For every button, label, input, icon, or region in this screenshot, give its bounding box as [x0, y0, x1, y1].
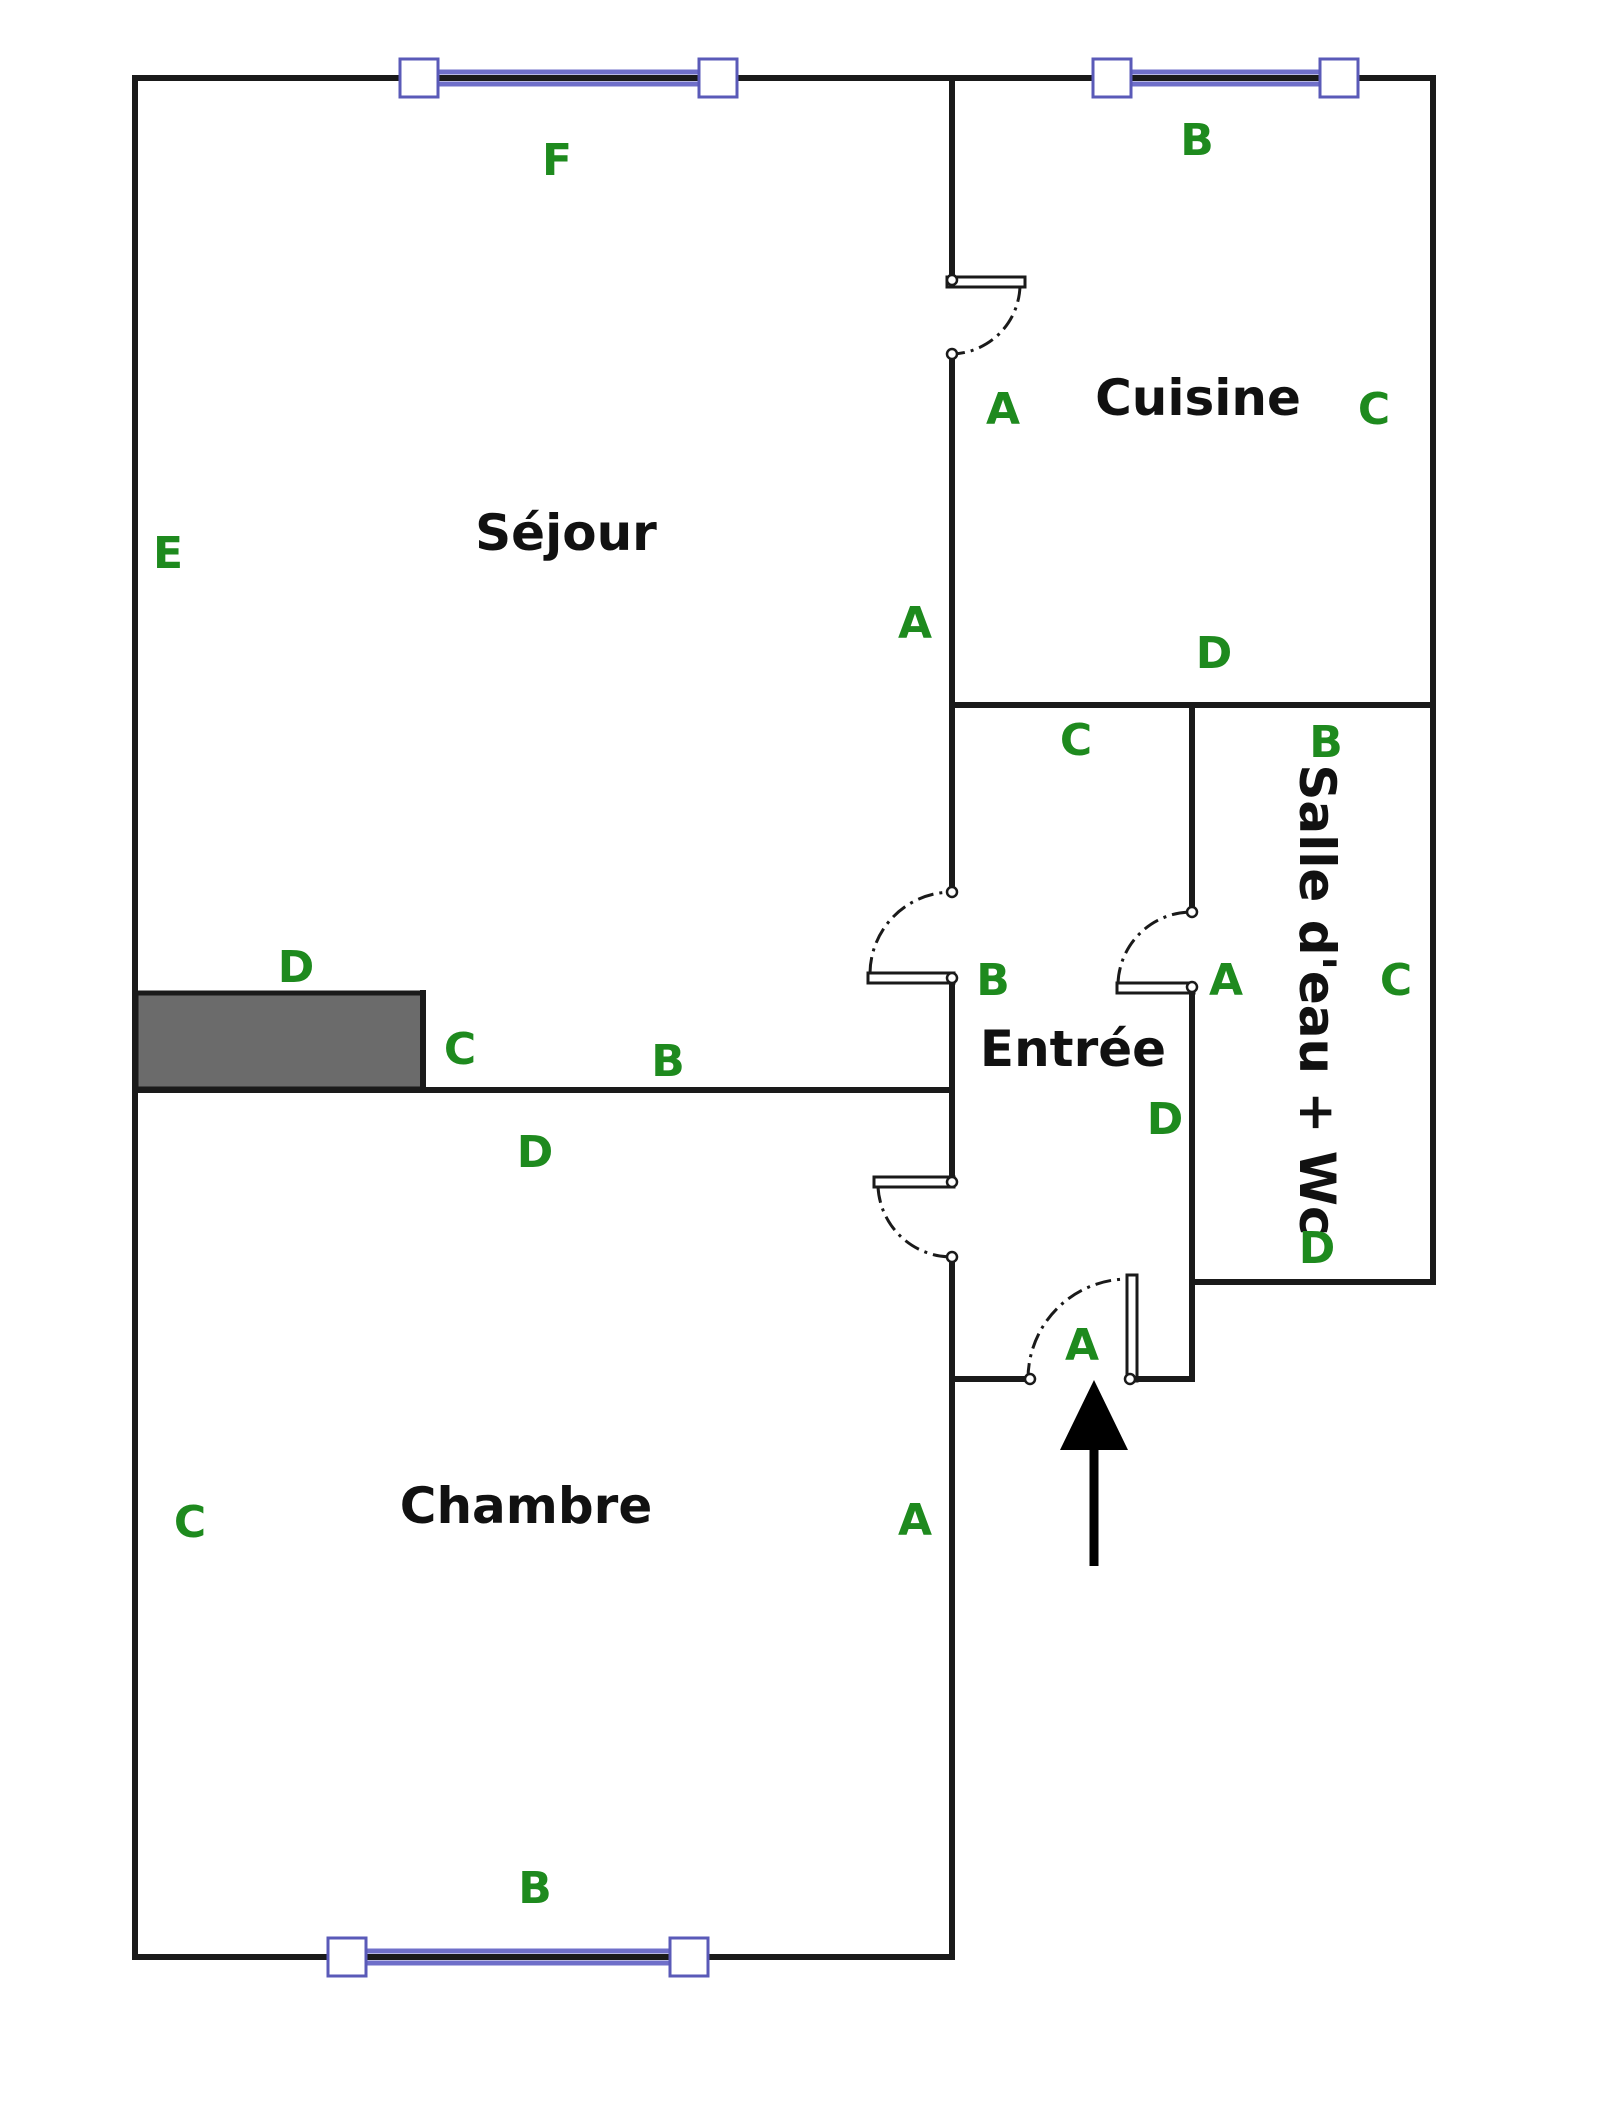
room-label-sejour: Séjour	[475, 504, 657, 562]
wall-label: D	[1196, 628, 1233, 679]
door-cuisine	[945, 273, 1027, 361]
wall-label: A	[1209, 955, 1243, 1006]
arrow-up-icon	[1060, 1380, 1128, 1566]
wall-label: C	[1358, 384, 1390, 435]
wall-label: C	[1380, 955, 1412, 1006]
wall-label: A	[986, 384, 1020, 435]
window-sejour	[398, 57, 739, 99]
closet-block	[133, 990, 426, 1092]
window-chambre	[326, 1936, 710, 1978]
wall-label: B	[651, 1036, 685, 1087]
wall-label: F	[542, 135, 572, 186]
room-label-chambre: Chambre	[400, 1477, 653, 1535]
walls	[132, 75, 1436, 1960]
wall-label: E	[153, 528, 183, 579]
room-label-entree: Entrée	[980, 1020, 1166, 1078]
window-cuisine	[1091, 57, 1360, 99]
wall-label: D	[1299, 1223, 1336, 1274]
wall-label: B	[1180, 115, 1214, 166]
door-sejour	[866, 885, 959, 985]
wall-label: B	[518, 1863, 552, 1914]
door-salle	[1115, 905, 1199, 995]
wall-labels: F E A D C B B A C D C B D A B A C D D C …	[153, 115, 1412, 1914]
wall-label: C	[1060, 715, 1092, 766]
door-entree	[1023, 1273, 1139, 1386]
wall-label: C	[444, 1024, 476, 1075]
wall-label: A	[898, 598, 932, 649]
room-label-cuisine: Cuisine	[1095, 369, 1301, 427]
room-label-salle: Salle d'eau + Wc	[1288, 764, 1346, 1235]
wall-label: B	[976, 955, 1010, 1006]
wall-label: B	[1309, 717, 1343, 768]
wall-label: A	[1065, 1320, 1099, 1371]
wall-label: C	[174, 1497, 206, 1548]
wall-label: D	[517, 1127, 554, 1178]
door-chambre	[872, 1175, 959, 1264]
wall-label: D	[1147, 1094, 1184, 1145]
wall-label: A	[898, 1495, 932, 1546]
wall-label: D	[278, 942, 315, 993]
